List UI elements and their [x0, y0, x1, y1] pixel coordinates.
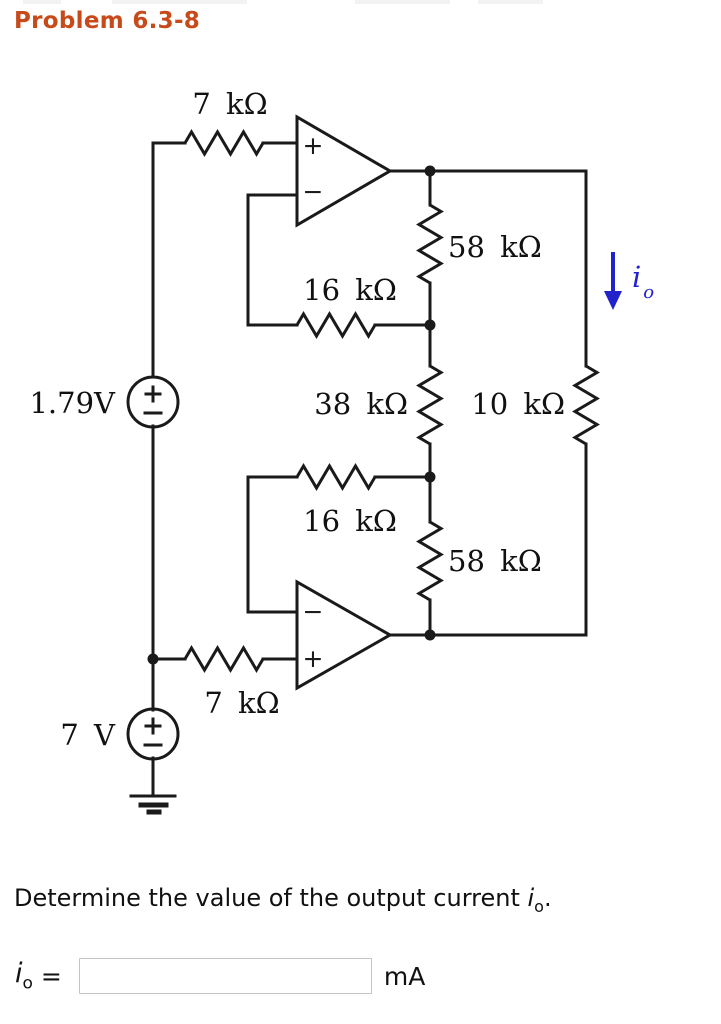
opamp-top: + − — [295, 114, 393, 228]
circuit-diagram: + − − + — [29, 87, 654, 815]
resistor-10k — [573, 364, 599, 446]
label-r-7k-bottom: 7 kΩ — [204, 686, 279, 720]
cropped-text-artifact — [0, 0, 721, 5]
question-variable-sub: o — [534, 896, 544, 916]
resistor-58k-bottom — [417, 520, 443, 602]
resistor-7k-top — [183, 130, 265, 156]
opamp-top-minus-sign: − — [303, 177, 324, 206]
source-1-polarity-icon — [143, 385, 163, 415]
label-r-58k-bottom: 58 kΩ — [448, 544, 542, 578]
label-r-10k: 10 kΩ — [471, 387, 565, 421]
label-r-16k-bottom: 16 kΩ — [303, 504, 397, 538]
resistor-16k-top — [295, 312, 377, 338]
label-r-38k: 38 kΩ — [314, 387, 408, 421]
source-2-polarity-icon — [143, 717, 163, 747]
opamp-top-plus-sign: + — [303, 131, 324, 160]
question-prefix: Determine the value of the output curren… — [14, 884, 528, 912]
voltage-source-1 — [126, 375, 180, 429]
junction-dots — [147, 165, 436, 665]
voltage-source-2 — [126, 707, 180, 761]
opamp-bottom-minus-sign: − — [303, 597, 324, 626]
resistor-16k-bottom — [295, 464, 377, 490]
label-source-1: 1.79V — [29, 386, 116, 420]
opamp-bottom-plus-sign: + — [303, 644, 324, 673]
resistor-38k — [417, 364, 443, 446]
equals-sign: = — [40, 961, 62, 991]
answer-variable: io — [15, 958, 33, 994]
question-variable: i — [527, 884, 535, 912]
question-text: Determine the value of the output curren… — [14, 884, 552, 916]
label-r-58k-top: 58 kΩ — [448, 230, 542, 264]
label-source-2: 7 V — [60, 718, 116, 752]
opamp-bottom: − + — [295, 579, 394, 691]
unit-label: mA — [383, 961, 426, 991]
arrow-down-icon — [604, 291, 622, 310]
answer-row: io = mA — [15, 958, 425, 994]
answer-input[interactable] — [78, 958, 372, 994]
resistor-58k-top — [417, 203, 443, 285]
question-suffix: . — [543, 884, 552, 912]
resistor-7k-bottom — [183, 646, 265, 672]
label-r-16k-top: 16 kΩ — [303, 273, 397, 307]
component-labels: 7 kΩ 58 kΩ 16 kΩ 38 kΩ 10 kΩ 16 kΩ 58 kΩ… — [29, 87, 565, 752]
label-r-7k-top: 7 kΩ — [192, 87, 267, 121]
page-title: Problem 6.3-8 — [14, 8, 201, 34]
ground-icon — [129, 794, 177, 815]
